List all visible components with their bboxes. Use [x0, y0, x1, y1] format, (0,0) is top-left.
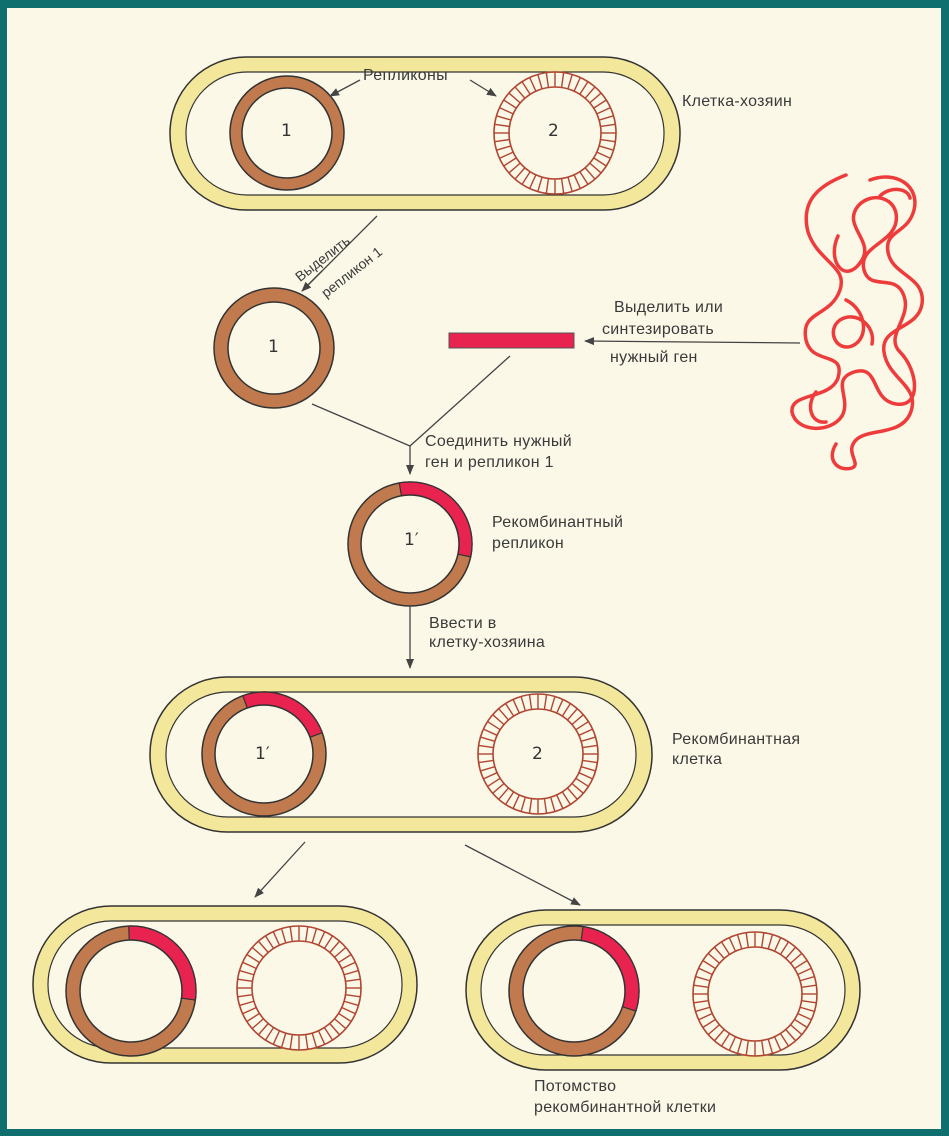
recombinant-cell-label-line1: Рекомбинантная	[672, 730, 800, 750]
dna-coil-icon	[792, 175, 922, 469]
offspring-label-line1: Потомство	[534, 1077, 616, 1097]
recombinant-replicon-number: 1′	[404, 530, 419, 550]
arrow-dna-to-gene	[585, 341, 800, 343]
recombinant-replicon-label-line2: репликон	[492, 534, 564, 554]
gene-fragment	[449, 333, 574, 348]
join-label-line1: Соединить нужный	[425, 432, 572, 452]
isolate-gene-label-line3: нужный ген	[610, 348, 698, 368]
isolate-gene-label-line1: Выделить или	[614, 298, 723, 318]
offspring-left-recombinant-replicon	[66, 926, 196, 1056]
isolated-replicon-number: 1	[268, 337, 279, 357]
replicon-2-in-cell-number: 2	[532, 744, 543, 764]
join-label-line2: ген и репликон 1	[425, 453, 554, 473]
replicon-2-number: 2	[548, 121, 559, 141]
join-line-replicon	[312, 404, 410, 446]
isolate-gene-label-line2: синтезировать	[602, 320, 714, 340]
offspring-right-recombinant-replicon	[509, 926, 639, 1056]
division-arrow-left	[255, 842, 305, 897]
introduce-label-line1: Ввести в	[429, 614, 497, 634]
division-arrow-right	[465, 845, 580, 905]
replicon-1-number: 1	[281, 121, 292, 141]
recombinant-replicon-label-line1: Рекомбинантный	[492, 513, 623, 533]
offspring-label-line2: рекомбинантной клетки	[534, 1098, 716, 1118]
introduce-label-line2: клетку-хозяина	[429, 633, 545, 653]
replicons-label: Репликоны	[363, 66, 448, 86]
offspring-left-replicon-2	[237, 926, 361, 1050]
recombinant-in-cell-number: 1′	[255, 744, 270, 764]
host-cell-label: Клетка-хозяин	[682, 92, 792, 112]
recombinant-cell-label-line2: клетка	[672, 750, 722, 770]
offspring-right-replicon-2	[693, 932, 817, 1056]
